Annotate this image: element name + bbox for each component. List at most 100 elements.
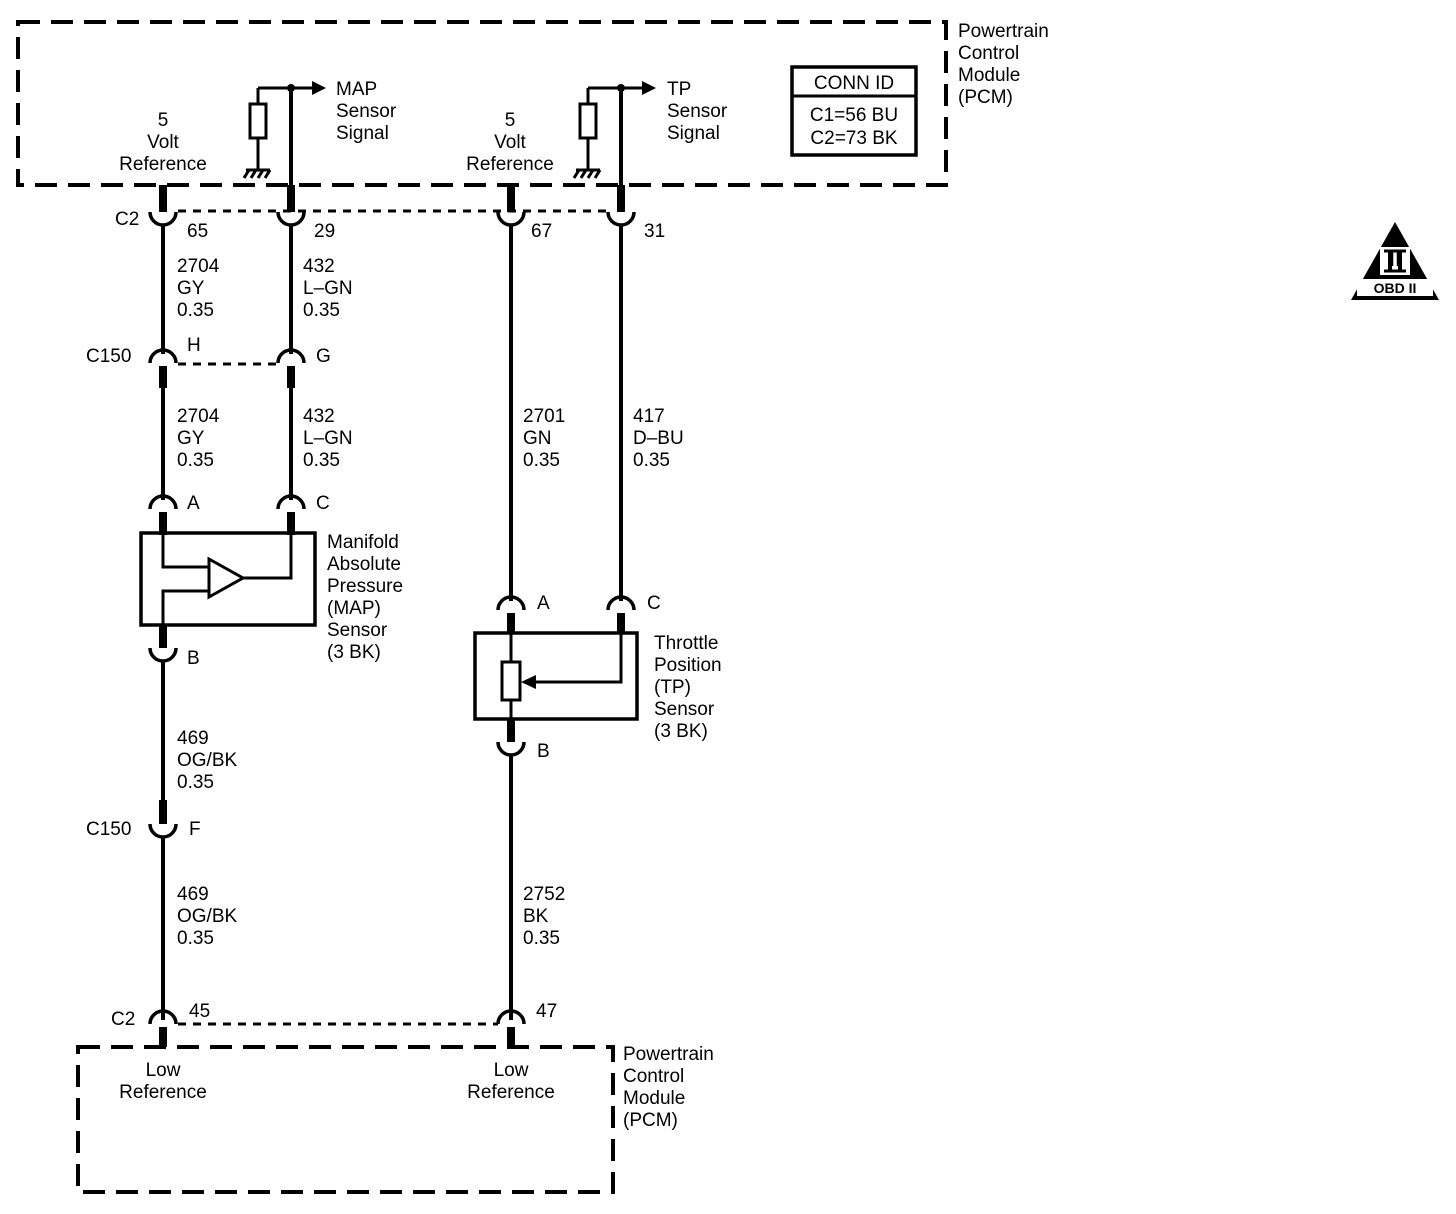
svg-text:5: 5 (505, 110, 516, 131)
svg-text:(PCM): (PCM) (958, 87, 1013, 108)
c150-top-connector-label: C150 (86, 346, 131, 367)
svg-text:45: 45 (189, 1001, 210, 1022)
svg-text:A: A (187, 493, 200, 514)
low-reference-label-tp: Low Reference (467, 1060, 555, 1103)
pcm-top-frame (16, 20, 948, 187)
svg-text:0.35: 0.35 (177, 928, 214, 949)
svg-text:Pressure: Pressure (327, 576, 403, 597)
svg-text:Volt: Volt (494, 132, 526, 153)
pin-map-c: C (276, 493, 330, 535)
svg-text:0.35: 0.35 (523, 928, 560, 949)
svg-text:C: C (647, 593, 661, 614)
pin-f: F (148, 800, 201, 840)
svg-text:Low: Low (146, 1060, 181, 1081)
obd-ii-label: OBD II (1374, 280, 1417, 296)
pcm-bottom-frame (76, 1045, 615, 1194)
svg-text:G: G (316, 346, 331, 367)
svg-text:Reference: Reference (466, 154, 554, 175)
svg-text:29: 29 (314, 221, 335, 242)
svg-text:Module: Module (958, 65, 1020, 86)
svg-text:L–GN: L–GN (303, 428, 353, 449)
svg-text:Sensor: Sensor (667, 101, 728, 122)
c2-bottom-connector-label: C2 (111, 1009, 135, 1030)
svg-text:Position: Position (654, 655, 722, 676)
svg-text:Sensor: Sensor (327, 620, 388, 641)
svg-text:432: 432 (303, 256, 335, 277)
tp-sensor-component (473, 631, 639, 721)
wire-label-432-lower: 432 L–GN 0.35 (303, 406, 353, 471)
svg-text:OG/BK: OG/BK (177, 750, 238, 771)
svg-text:Control: Control (623, 1066, 684, 1087)
pin-29: 29 (276, 185, 335, 242)
svg-text:L–GN: L–GN (303, 278, 353, 299)
conn-id-row: C1=56 BU (810, 105, 898, 126)
obd-ii-symbol: II (1390, 250, 1401, 271)
svg-text:(PCM): (PCM) (623, 1110, 678, 1131)
svg-text:0.35: 0.35 (177, 772, 214, 793)
svg-text:Absolute: Absolute (327, 554, 401, 575)
svg-text:Powertrain: Powertrain (623, 1044, 714, 1065)
pin-tp-b: B (496, 719, 550, 762)
svg-text:469: 469 (177, 884, 209, 905)
svg-text:C: C (316, 493, 330, 514)
svg-text:(3 BK): (3 BK) (327, 642, 381, 663)
svg-text:MAP: MAP (336, 79, 377, 100)
svg-text:GY: GY (177, 428, 205, 449)
svg-text:5: 5 (158, 110, 169, 131)
svg-text:A: A (537, 593, 550, 614)
svg-text:Reference: Reference (119, 154, 207, 175)
pin-map-b: B (148, 625, 200, 669)
svg-text:0.35: 0.35 (523, 450, 560, 471)
pcm-top-title: Powertrain Control Module (PCM) (958, 21, 1049, 108)
svg-text:31: 31 (644, 221, 665, 242)
tp-sensor-signal-label: TP Sensor Signal (667, 79, 728, 144)
svg-text:65: 65 (187, 221, 208, 242)
svg-text:Sensor: Sensor (654, 699, 715, 720)
svg-text:Low: Low (494, 1060, 529, 1081)
conn-id-row: C2=73 BK (810, 128, 897, 149)
five-volt-reference-label-map: 5 Volt Reference (119, 110, 207, 175)
pin-47: 47 (496, 1001, 557, 1047)
svg-text:(MAP): (MAP) (327, 598, 381, 619)
svg-text:OG/BK: OG/BK (177, 906, 238, 927)
svg-text:0.35: 0.35 (633, 450, 670, 471)
svg-text:2704: 2704 (177, 256, 220, 277)
svg-text:F: F (189, 819, 201, 840)
svg-text:2701: 2701 (523, 406, 565, 427)
conn-id-header: CONN ID (814, 73, 894, 94)
pin-h: H (148, 335, 201, 388)
svg-text:469: 469 (177, 728, 209, 749)
map-signal-pullup-circuit (242, 81, 326, 179)
svg-text:B: B (537, 741, 550, 762)
low-reference-label-map: Low Reference (119, 1060, 207, 1103)
svg-text:Module: Module (623, 1088, 685, 1109)
svg-text:417: 417 (633, 406, 665, 427)
five-volt-reference-label-tp: 5 Volt Reference (466, 110, 554, 175)
wire-label-432-upper: 432 L–GN 0.35 (303, 256, 353, 321)
pin-map-a: A (148, 493, 200, 535)
svg-text:0.35: 0.35 (177, 450, 214, 471)
svg-text:BK: BK (523, 906, 549, 927)
tp-sensor-label: Throttle Position (TP) Sensor (3 BK) (654, 633, 722, 742)
map-sensor-component (139, 531, 317, 627)
svg-text:Manifold: Manifold (327, 532, 399, 553)
svg-text:67: 67 (531, 221, 552, 242)
tp-signal-pullup-circuit (572, 81, 656, 179)
wire-label-2704-lower: 2704 GY 0.35 (177, 406, 220, 471)
map-sensor-signal-label: MAP Sensor Signal (336, 79, 397, 144)
svg-text:432: 432 (303, 406, 335, 427)
pcm-bottom-title: Powertrain Control Module (PCM) (623, 1044, 714, 1131)
svg-text:TP: TP (667, 79, 691, 100)
pin-65: 65 (148, 185, 208, 242)
svg-text:H: H (187, 335, 201, 356)
svg-text:47: 47 (536, 1001, 557, 1022)
pin-67: 67 (496, 185, 552, 242)
svg-text:(TP): (TP) (654, 677, 691, 698)
wire-label-469-lower: 469 OG/BK 0.35 (177, 884, 238, 949)
svg-text:Sensor: Sensor (336, 101, 397, 122)
pin-g: G (276, 346, 331, 388)
pin-tp-c: C (606, 593, 661, 633)
conn-id-table: CONN ID C1=56 BU C2=73 BK (790, 65, 918, 157)
svg-text:(3 BK): (3 BK) (654, 721, 708, 742)
svg-text:Signal: Signal (667, 123, 720, 144)
